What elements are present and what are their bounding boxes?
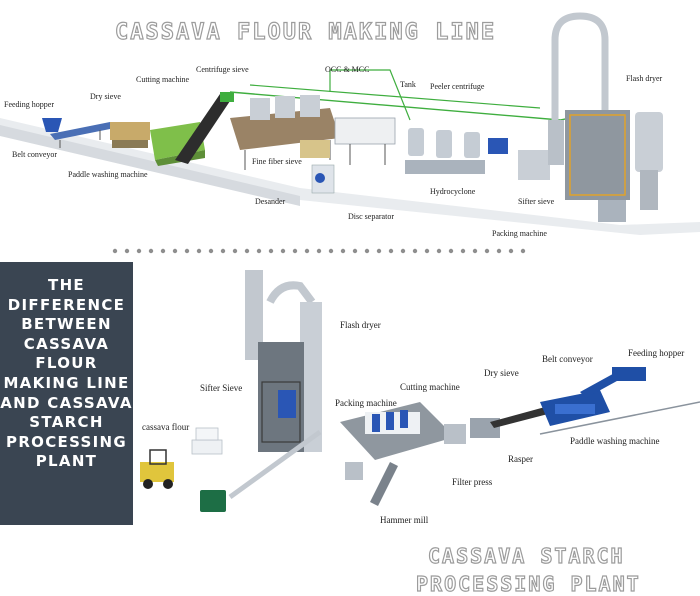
- label-feeding-hopper-bottom: Feeding hopper: [628, 348, 685, 358]
- starch-title-line1: CASSAVA STARCH: [427, 543, 625, 568]
- label-cassava-flour: cassava flour: [142, 422, 190, 432]
- label-occ-mcc: OCC & MCC: [325, 65, 370, 74]
- label-paddle-washing-machine-bottom: Paddle washing machine: [570, 436, 660, 446]
- label-flash-dryer-bottom: Flash dryer: [340, 320, 381, 330]
- flour-line-illustration: [0, 12, 700, 235]
- label-sifter-sieve-top: Sifter sieve: [518, 197, 555, 206]
- comparison-title: THE DIFFERENCE BETWEEN CASSAVA FLOUR MAK…: [0, 276, 133, 471]
- comparison-title-panel: THE DIFFERENCE BETWEEN CASSAVA FLOUR MAK…: [0, 262, 133, 525]
- label-fine-fiber-sieve: Fine fiber sieve: [252, 157, 302, 166]
- label-tank: Tank: [400, 80, 416, 89]
- label-hydrocyclone: Hydrocyclone: [430, 187, 476, 196]
- label-filter-press: Filter press: [452, 477, 493, 487]
- label-dry-sieve-bottom: Dry sieve: [484, 368, 519, 378]
- label-flash-dryer-top: Flash dryer: [626, 74, 663, 83]
- label-paddle-washing-machine: Paddle washing machine: [68, 170, 148, 179]
- flour-line-title: CASSAVA FLOUR MAKING LINE: [114, 19, 497, 45]
- label-cutting-machine: Cutting machine: [136, 75, 190, 84]
- label-cutting-machine-bottom: Cutting machine: [400, 382, 460, 392]
- label-belt-conveyor: Belt conveyor: [12, 150, 58, 159]
- label-desander: Desander: [255, 197, 286, 206]
- label-disc-separator: Disc separator: [348, 212, 394, 221]
- starch-title-line2: PROCESSING PLANT: [415, 571, 641, 596]
- label-dry-sieve: Dry sieve: [90, 92, 121, 101]
- flour-line-panel: CASSAVA FLOUR MAKING LINE Feeding hopper…: [0, 0, 700, 255]
- dotted-divider: [112, 248, 526, 254]
- label-belt-conveyor-bottom: Belt conveyor: [542, 354, 593, 364]
- label-packing-machine-top: Packing machine: [492, 229, 547, 238]
- starch-plant-illustration: [140, 270, 700, 512]
- label-peeler-centrifuge: Peeler centrifuge: [430, 82, 485, 91]
- label-hammer-mill: Hammer mill: [380, 515, 429, 525]
- label-feeding-hopper: Feeding hopper: [4, 100, 54, 109]
- label-packing-machine-bottom: Packing machine: [335, 398, 397, 408]
- label-centrifuge-sieve: Centrifuge sieve: [196, 65, 249, 74]
- label-sifter-sieve-bottom: Sifter Sieve: [200, 383, 243, 393]
- label-rasper: Rasper: [508, 454, 533, 464]
